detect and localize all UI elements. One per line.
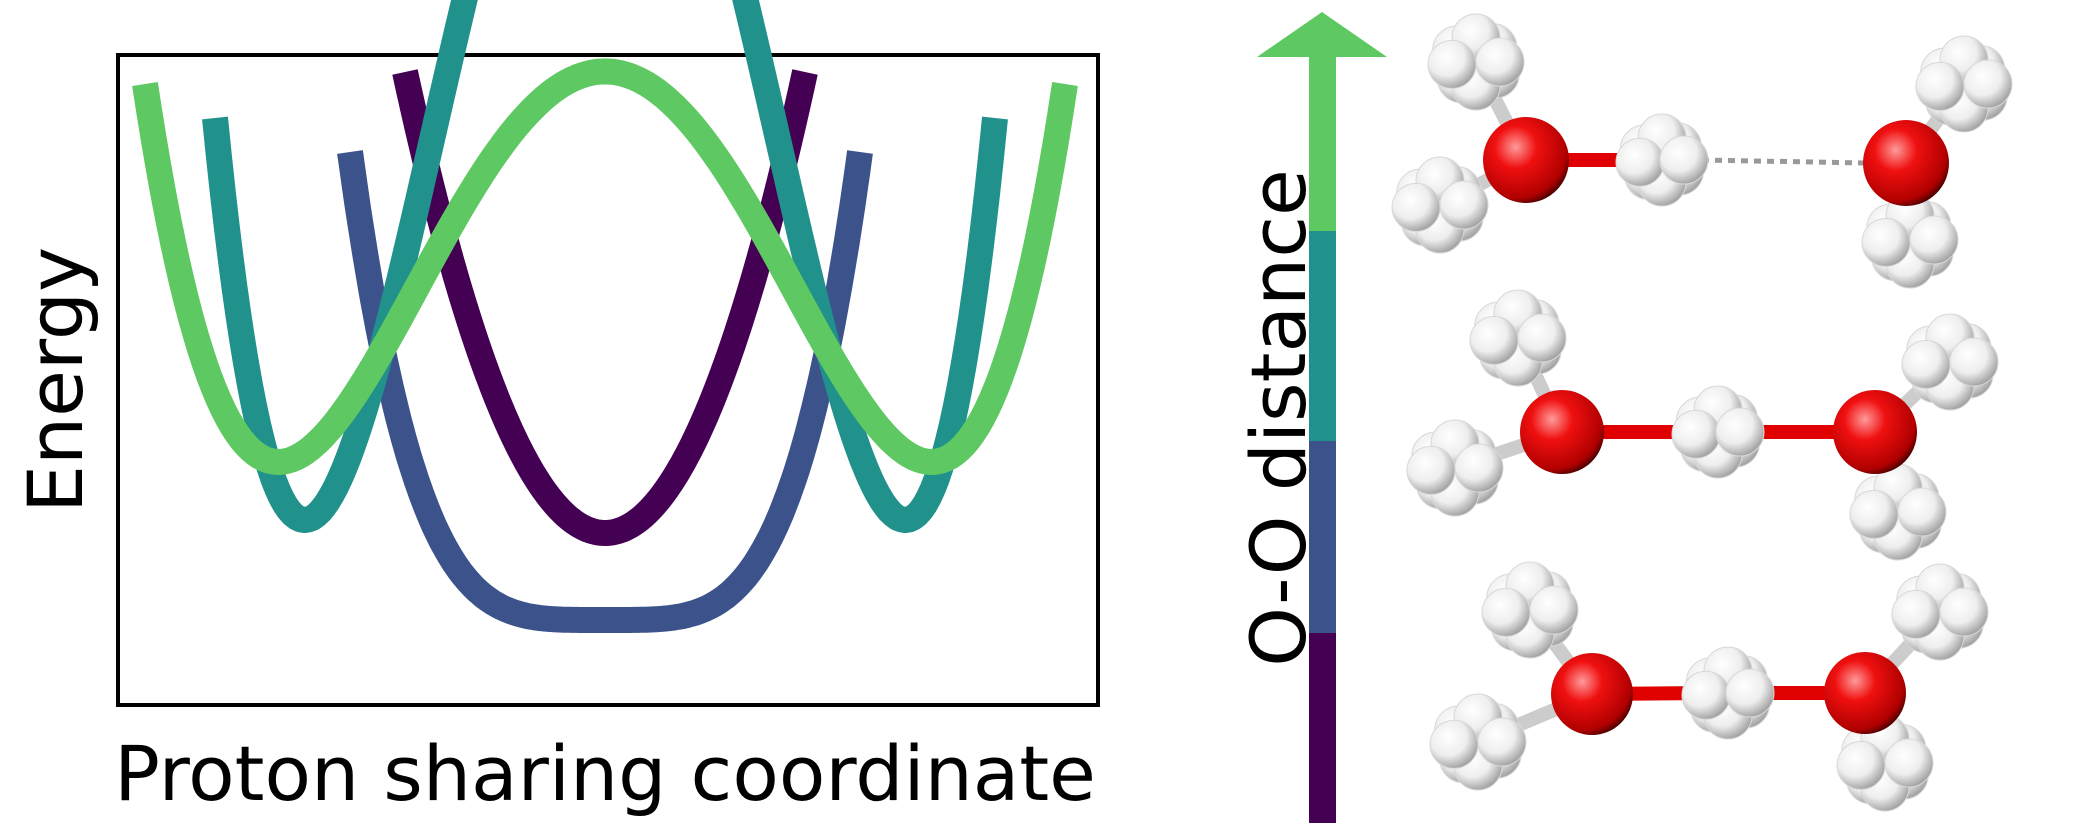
hydrogen-atom <box>1439 180 1489 230</box>
energy-curve-flat-bottom <box>337 150 873 633</box>
hydrogen-atom <box>1529 585 1579 635</box>
hydrogen-atom <box>1427 39 1477 89</box>
hydrogen-atom <box>1897 487 1947 537</box>
y-axis-label: Energy <box>11 247 100 513</box>
oxygen-atom <box>1483 117 1569 203</box>
hydrogen-atom <box>1406 445 1456 495</box>
structure-2 <box>1406 289 1999 561</box>
arrow-segment-3 <box>1309 230 1336 441</box>
hydrogen-atom <box>1671 409 1721 459</box>
hydrogen-atom <box>1454 443 1504 493</box>
hydrogen-atom <box>1915 61 1965 111</box>
x-axis-label: Proton sharing coordinate <box>114 729 1096 818</box>
hydrogen-atom <box>1939 587 1989 637</box>
hydrogen-atom <box>1849 489 1899 539</box>
hydrogen-atom <box>1681 670 1731 720</box>
energy-curves <box>132 0 1078 633</box>
hydrogen-atom <box>1475 37 1525 87</box>
structure-3 <box>1429 561 1989 812</box>
hydrogen-atom <box>1963 59 2013 109</box>
arrow-segment-1 <box>1309 632 1336 823</box>
hydrogen-atom <box>1836 740 1886 790</box>
hydrogen-atom <box>1391 182 1441 232</box>
hydrogen-atom <box>1861 217 1911 267</box>
hydrogen-atom <box>1429 719 1479 769</box>
energy-curve-deep-double-well <box>132 58 1078 475</box>
hydrogen-bond <box>1701 157 1867 166</box>
hydrogen-atom <box>1884 738 1934 788</box>
energy-curve-double-well <box>202 0 1008 533</box>
hydrogen-atom <box>1481 587 1531 637</box>
structure-1 <box>1391 13 2013 289</box>
arrow-head <box>1257 12 1387 57</box>
distance-arrow: O-O distance <box>1234 12 1387 823</box>
arrow-gradient-bar <box>1309 57 1336 823</box>
oxygen-atom <box>1551 653 1633 735</box>
energy-curve-single-well <box>392 68 818 546</box>
hydrogen-atom <box>1909 215 1959 265</box>
hydrogen-atom <box>1517 313 1567 363</box>
hydrogen-atom <box>1891 589 1941 639</box>
plot-frame <box>116 53 1100 707</box>
hydrogen-atom <box>1469 315 1519 365</box>
molecular-structures <box>1391 13 2013 812</box>
oxygen-atom <box>1824 652 1906 734</box>
hydrogen-atom <box>1715 407 1765 457</box>
arrow-segment-4 <box>1309 57 1336 231</box>
hydrogen-atom <box>1659 135 1709 185</box>
hydrogen-atom <box>1901 339 1951 389</box>
hydrogen-atom <box>1615 137 1665 187</box>
energy-plot: Energy Proton sharing coordinate <box>11 0 1100 818</box>
oxygen-atom <box>1520 390 1604 474</box>
hydrogen-atom <box>1725 668 1775 718</box>
hydrogen-atom <box>1477 717 1527 767</box>
hydrogen-atom <box>1949 337 1999 387</box>
distance-axis-label: O-O distance <box>1234 169 1323 667</box>
oxygen-atom <box>1863 120 1949 206</box>
arrow-segment-2 <box>1309 440 1336 633</box>
oxygen-atom <box>1833 390 1917 474</box>
